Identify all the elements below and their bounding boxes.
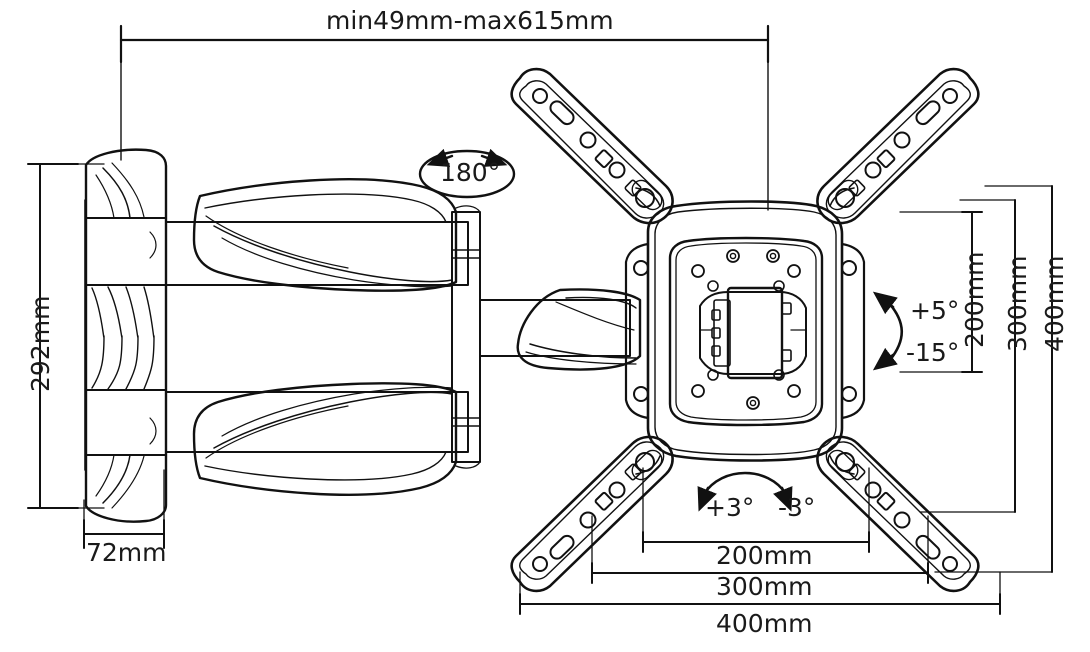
rotation-180-icon — [418, 148, 516, 199]
dimension-vesa-vertical-200 — [899, 211, 983, 373]
angle-label-tilt-up-5: +5° — [910, 296, 960, 325]
arm-bottom-left — [510, 435, 674, 593]
dimension-label-vesa-horizontal-200: 200mm — [716, 541, 813, 570]
upper-articulating-arm — [165, 178, 469, 292]
arm-top-right — [816, 67, 980, 225]
dimension-line-depth-72 — [83, 519, 165, 549]
dimension-label-extension-top: min49mm-max615mm — [326, 6, 614, 35]
dimension-vesa-horizontal-200 — [642, 467, 870, 553]
arm-pivot-post — [451, 205, 481, 469]
height-witness-lines — [77, 163, 105, 509]
dimension-label-depth-72: 72mm — [86, 538, 167, 567]
vesa-outer-frame — [624, 187, 866, 475]
dimension-vesa-horizontal-300 — [591, 515, 929, 584]
tilt-angle-arrow — [872, 291, 903, 371]
dimension-vesa-horizontal-400 — [519, 571, 1001, 615]
dimension-label-vesa-vertical-400: 400mm — [1040, 255, 1069, 352]
dimension-vesa-vertical-300 — [919, 199, 1016, 513]
extension-witness-lines — [120, 61, 769, 211]
dimension-label-vesa-vertical-300: 300mm — [1003, 255, 1032, 352]
swivel-angle-arc — [697, 471, 793, 512]
dimension-label-vesa-horizontal-300: 300mm — [716, 572, 813, 601]
lower-articulating-arm — [165, 382, 469, 496]
angle-label-rotate-plus-3: +3° — [705, 493, 755, 522]
wall-plate-top-view — [84, 148, 168, 523]
arm-top-left — [510, 67, 674, 225]
angle-label-swivel-180: 180° — [440, 158, 501, 187]
arm-bottom-right — [816, 435, 980, 593]
dimension-line-extension-top — [119, 24, 770, 64]
dimension-vesa-vertical-400 — [934, 185, 1053, 573]
middle-connecting-arm — [479, 288, 642, 371]
dimension-label-vesa-horizontal-400: 400mm — [716, 609, 813, 638]
dimension-label-height-292: 292mm — [26, 295, 55, 392]
angle-label-tilt-down-15: -15° — [906, 338, 960, 367]
dimension-label-vesa-vertical-200: 200mm — [960, 251, 989, 348]
angle-label-rotate-minus-3: -3° — [778, 493, 816, 522]
central-pivot-mechanism — [699, 286, 807, 380]
vesa-inner-plate — [668, 236, 824, 427]
dimension-line-height-292 — [27, 163, 79, 509]
